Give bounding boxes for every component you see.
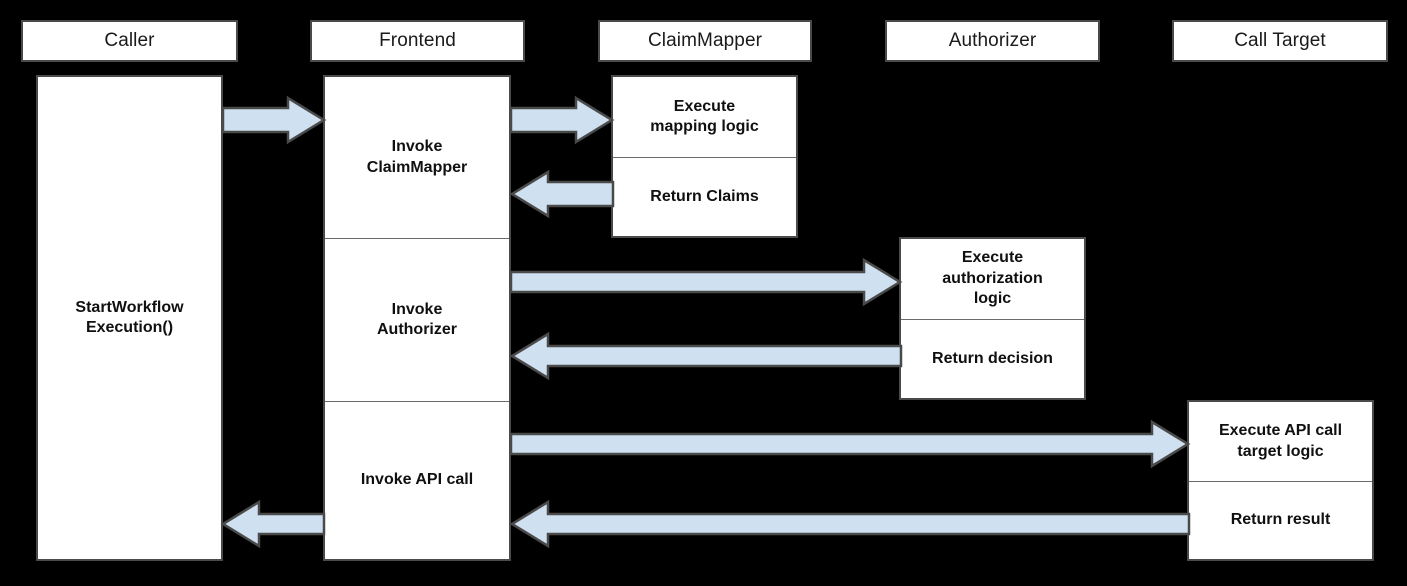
activation-frontend-invoke-authorizer[interactable]: Invoke Authorizer xyxy=(325,239,509,402)
message-arrow-frontend-to-authorizer[interactable] xyxy=(509,257,903,307)
message-arrow-frontend-to-caller[interactable] xyxy=(220,499,326,549)
activation-column-frontend: Invoke ClaimMapper Invoke Authorizer Inv… xyxy=(323,75,511,561)
activation-authorizer-return-decision-label: Return decision xyxy=(932,349,1053,367)
message-arrow-frontend-to-claimmapper[interactable] xyxy=(509,95,615,145)
activation-frontend-invoke-api-call-label: Invoke API call xyxy=(360,471,474,489)
lifeline-header-claimmapper-label: ClaimMapper xyxy=(647,29,763,51)
activation-authorizer-execute-authorization-logic[interactable]: Execute authorization logic xyxy=(901,239,1084,320)
lifeline-header-authorizer[interactable]: Authorizer xyxy=(885,20,1100,62)
lifeline-header-frontend[interactable]: Frontend xyxy=(310,20,525,62)
activation-frontend-invoke-api-call[interactable]: Invoke API call xyxy=(325,402,509,559)
message-arrow-authorizer-to-frontend[interactable] xyxy=(509,331,903,381)
activation-claimmapper-execute-mapping-logic[interactable]: Execute mapping logic xyxy=(613,77,796,158)
activation-column-claimmapper: Execute mapping logic Return Claims xyxy=(611,75,798,238)
activation-claimmapper-execute-mapping-logic-label: Execute mapping logic xyxy=(650,97,759,135)
activation-caller-startworkflow[interactable]: StartWorkflow Execution() xyxy=(38,77,221,559)
message-arrow-calltarget-to-frontend[interactable] xyxy=(509,499,1191,549)
message-arrow-frontend-to-calltarget[interactable] xyxy=(509,419,1191,469)
lifeline-header-claimmapper[interactable]: ClaimMapper xyxy=(598,20,812,62)
lifeline-header-caller-label: Caller xyxy=(104,29,155,51)
lifeline-header-calltarget-label: Call Target xyxy=(1234,29,1326,51)
message-arrow-claimmapper-to-frontend[interactable] xyxy=(509,169,615,219)
activation-authorizer-return-decision[interactable]: Return decision xyxy=(901,320,1084,398)
lifeline-header-calltarget[interactable]: Call Target xyxy=(1172,20,1388,62)
activation-calltarget-execute-api-call-target-logic[interactable]: Execute API call target logic xyxy=(1189,402,1372,482)
lifeline-header-authorizer-label: Authorizer xyxy=(948,29,1037,51)
activation-column-caller: StartWorkflow Execution() xyxy=(36,75,223,561)
activation-frontend-invoke-authorizer-label: Invoke Authorizer xyxy=(377,300,457,338)
activation-frontend-invoke-claimmapper-label: Invoke ClaimMapper xyxy=(366,138,468,176)
activation-authorizer-execute-authorization-logic-label: Execute authorization logic xyxy=(942,249,1043,308)
activation-calltarget-execute-api-call-target-logic-label: Execute API call target logic xyxy=(1218,422,1343,460)
activation-caller-startworkflow-label: StartWorkflow Execution() xyxy=(75,298,184,336)
message-arrow-caller-to-frontend[interactable] xyxy=(221,95,327,145)
activation-calltarget-return-result[interactable]: Return result xyxy=(1189,482,1372,559)
activation-claimmapper-return-claims[interactable]: Return Claims xyxy=(613,158,796,236)
activation-column-authorizer: Execute authorization logic Return decis… xyxy=(899,237,1086,400)
lifeline-header-caller[interactable]: Caller xyxy=(21,20,238,62)
activation-column-calltarget: Execute API call target logic Return res… xyxy=(1187,400,1374,561)
activation-claimmapper-return-claims-label: Return Claims xyxy=(650,187,759,205)
activation-frontend-invoke-claimmapper[interactable]: Invoke ClaimMapper xyxy=(325,77,509,239)
lifeline-header-frontend-label: Frontend xyxy=(379,29,456,51)
activation-calltarget-return-result-label: Return result xyxy=(1230,511,1331,529)
